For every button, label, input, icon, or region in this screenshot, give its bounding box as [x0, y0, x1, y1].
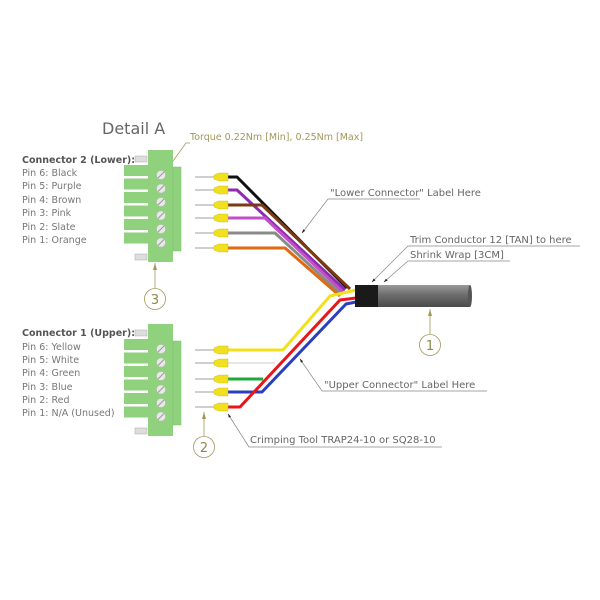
screw-slot: [157, 345, 165, 353]
screw-slot: [157, 212, 165, 219]
terminal-fin: [124, 205, 150, 217]
pin-label: Pin 1: Orange: [22, 235, 87, 246]
screw-slot: [157, 185, 165, 192]
shrink-wrap: [355, 285, 378, 307]
mount-pin: [134, 329, 148, 337]
terminal-side: [172, 166, 182, 252]
connector1-pin-list: Pin 6: Yellow Pin 5: White Pin 4: Green …: [22, 342, 115, 419]
upper-connector-label: "Upper Connector" Label Here: [299, 358, 487, 392]
screw-slot: [157, 198, 165, 206]
ferrule: [213, 213, 229, 223]
pin-label: Pin 6: Yellow: [22, 342, 81, 353]
pin-label: Pin 6: Black: [22, 168, 78, 179]
terminal-fin: [124, 232, 150, 244]
torque-note: Torque 0.22Nm [Min], 0.25Nm [Max]: [189, 132, 363, 143]
shrink-wrap-label: Shrink Wrap [3CM]: [383, 250, 510, 283]
svg-text:3: 3: [151, 293, 159, 308]
terminal-side: [172, 340, 182, 426]
screw-slot: [157, 413, 165, 420]
terminal-fin: [124, 379, 150, 391]
svg-text:Crimping Tool TRAP24-10 or SQ2: Crimping Tool TRAP24-10 or SQ28-10: [250, 435, 436, 446]
svg-text:"Lower Connector" Label Here: "Lower Connector" Label Here: [330, 188, 481, 199]
wire-blue: [226, 300, 357, 394]
pin-label: Pin 1: N/A (Unused): [22, 408, 115, 419]
svg-text:"Upper Connector" Label Here: "Upper Connector" Label Here: [324, 380, 475, 391]
cable-end: [468, 285, 472, 307]
svg-text:Trim Conductor 12 [TAN] to her: Trim Conductor 12 [TAN] to here: [409, 235, 572, 246]
detail-title: Detail A: [102, 119, 165, 138]
crimping-tool-label: Crimping Tool TRAP24-10 or SQ28-10: [227, 413, 442, 448]
wire-red: [226, 296, 357, 409]
terminal-fin: [124, 352, 150, 364]
screw-slot: [157, 372, 165, 380]
terminal-fin: [124, 393, 150, 404]
lower-connector-label: "Lower Connector" Label Here: [301, 188, 481, 234]
svg-text:2: 2: [200, 441, 208, 456]
terminal-fin: [124, 219, 150, 230]
wire-purple: [226, 188, 347, 292]
ferrule: [213, 200, 229, 210]
wire-yellow: [226, 288, 357, 352]
wire-orange: [226, 246, 341, 298]
ferrule: [213, 387, 229, 397]
connector1-heading: Connector 1 (Upper):: [22, 328, 135, 339]
connector2-heading: Connector 2 (Lower):: [22, 155, 135, 166]
callout-2: 2: [193, 412, 215, 458]
terminal-fin: [124, 366, 150, 377]
screw-slot: [157, 171, 165, 179]
wire-bundle: [226, 175, 357, 409]
pin-label: Pin 4: Brown: [22, 195, 81, 206]
ferrule: [213, 228, 229, 238]
screw-slot: [157, 359, 165, 366]
screw-slot: [157, 399, 165, 407]
mount-pin: [134, 155, 148, 163]
wire-slate: [226, 231, 343, 296]
screw-slot: [157, 386, 165, 393]
connector2-pin-list: Pin 6: Black Pin 5: Purple Pin 4: Brown …: [22, 168, 87, 246]
connector1-terminal-block: [124, 324, 182, 436]
ferrule: [213, 243, 229, 253]
screw-slot: [157, 225, 165, 233]
svg-text:1: 1: [426, 339, 434, 354]
terminal-fin: [124, 406, 150, 418]
ferrule: [213, 358, 229, 368]
terminal-fin: [124, 339, 150, 350]
callout-3: 3: [144, 263, 166, 310]
wire-brown: [226, 203, 352, 291]
ferrule: [213, 185, 229, 195]
connector2-terminal-block: [124, 150, 182, 262]
ferrule: [213, 172, 229, 182]
svg-text:Shrink Wrap [3CM]: Shrink Wrap [3CM]: [410, 250, 504, 261]
pin-label: Pin 2: Slate: [22, 222, 76, 233]
ferrule: [213, 374, 229, 384]
pin-label: Pin 5: White: [22, 355, 79, 366]
mount-pin: [134, 253, 148, 261]
callout-1: 1: [419, 309, 441, 356]
ferrule: [213, 402, 229, 412]
pin-label: Pin 2: Red: [22, 395, 70, 406]
trim-conductor-label: Trim Conductor 12 [TAN] to here: [371, 235, 580, 283]
terminal-fin: [124, 165, 150, 176]
pin-label: Pin 3: Pink: [22, 208, 72, 219]
wire-pink: [226, 216, 345, 294]
terminal-fin: [124, 192, 150, 203]
pin-label: Pin 5: Purple: [22, 181, 82, 192]
terminal-fin: [124, 178, 150, 190]
pin-label: Pin 4: Green: [22, 368, 80, 379]
ferrule: [213, 345, 229, 355]
ferrules: [195, 172, 229, 412]
screw-slot: [157, 239, 165, 246]
mount-pin: [134, 427, 148, 435]
cable-jacket: [377, 285, 470, 307]
pin-label: Pin 3: Blue: [22, 382, 73, 393]
